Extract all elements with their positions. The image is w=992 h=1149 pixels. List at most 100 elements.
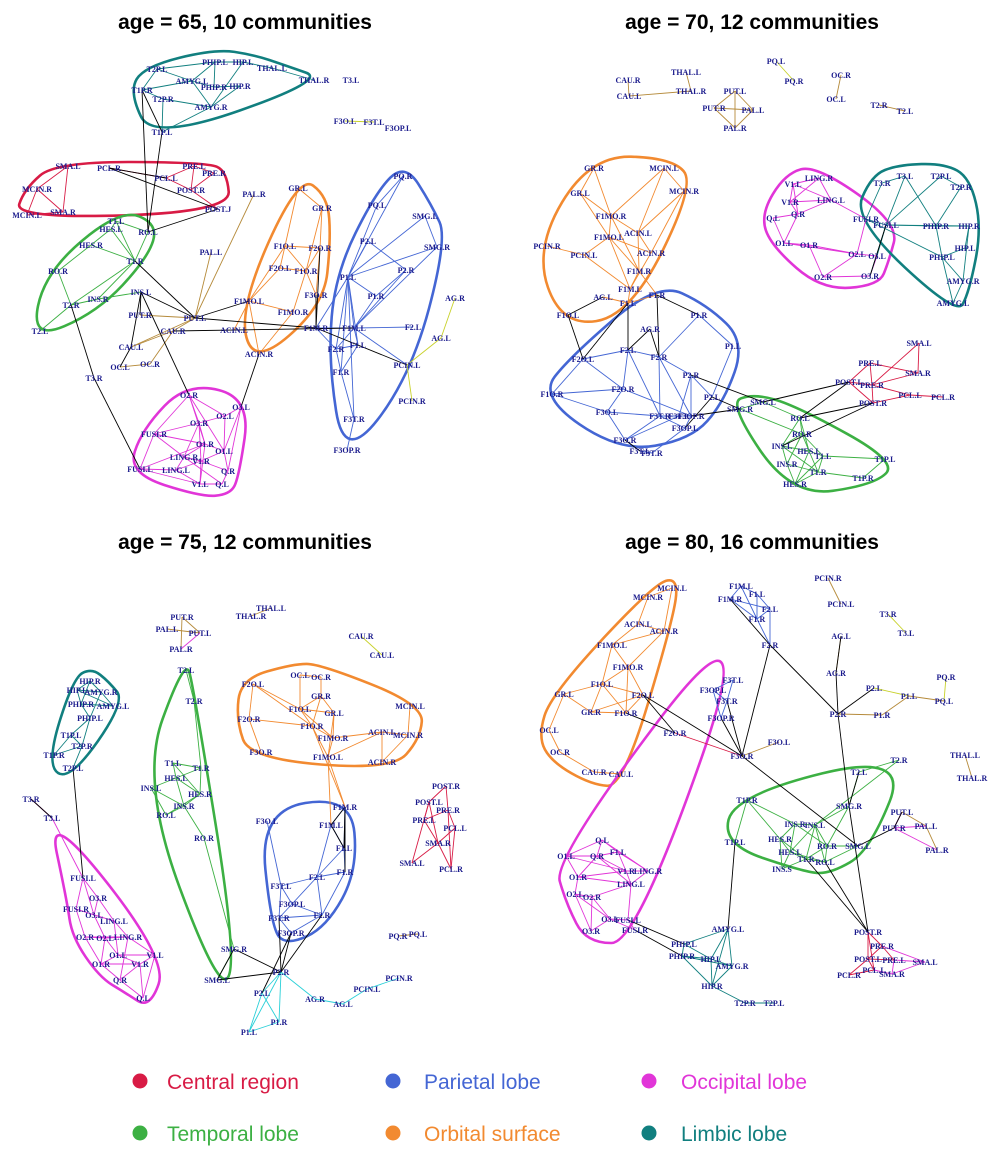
- edge-o2-r-o2-l: [188, 394, 226, 417]
- node-label-v1-r: V1.R: [781, 198, 799, 207]
- node-label-pcl-r: PCL.R: [97, 164, 121, 173]
- edge-v1-r-ling-l: [625, 870, 632, 885]
- node-label-t2p-l: T2P.L: [147, 65, 168, 74]
- edge-mcin-r-sma-r: [36, 188, 64, 213]
- edge-sma-l-sma-r: [62, 165, 69, 213]
- node-label-t2-l: T2.L: [32, 327, 49, 336]
- edge-ling-l-q-r: [797, 199, 832, 215]
- edge-q-l-q-r: [772, 213, 799, 219]
- edge-gr-l-oc-l: [548, 693, 565, 731]
- edge-gr-r-f1mo-r: [593, 167, 612, 217]
- legend-item-orbital-surface: Orbital surface: [385, 1123, 561, 1146]
- panel-title-age-75: age = 75, 12 communities: [118, 531, 372, 554]
- node-label-f1-l2: F1.L: [610, 848, 626, 857]
- node-label-pcin-r: PCIN.R: [814, 574, 842, 583]
- edge-oc-r-oc-l: [835, 74, 842, 100]
- node-label-f3op-r: F3OP.R: [333, 446, 360, 455]
- edge-pcl-l-sma-r: [873, 969, 893, 975]
- edge-ling-l-v1-r: [175, 460, 202, 471]
- node-label-pq-l: PQ.L: [409, 930, 427, 939]
- legend-label-parietal-lobe: Parietal lobe: [424, 1071, 541, 1094]
- node-label-f1m-r: F1M.R: [718, 595, 742, 604]
- node-label-pal-r: PAL.R: [242, 190, 265, 199]
- node-label-ag-l: AG.L: [831, 632, 850, 641]
- edge-hip-r-t2p-r: [711, 985, 746, 1004]
- node-label-f3t-r2: F3T.R: [641, 449, 663, 458]
- edge-oc-l-oc-r: [548, 729, 561, 753]
- edge-pal-l-put-l: [166, 628, 201, 634]
- edge-gr-r-f1o-r: [305, 207, 323, 272]
- edge-ro-l-post-r: [799, 402, 874, 419]
- node-label-f3op-l: F3OP.L: [672, 424, 699, 433]
- edge-f2-r-f3t-r: [278, 914, 323, 919]
- edge-fusi-l-o3-r: [82, 877, 99, 899]
- edge-fusi-l-o3-l: [82, 877, 95, 916]
- edge-t3-l-fusi-l: [51, 817, 84, 879]
- edge-pcin-l-pcin-r: [366, 977, 400, 990]
- edge-ro-r-t1-l: [801, 433, 824, 457]
- edge-ins-r-t1-r: [97, 260, 136, 300]
- node-label-thal-r: THAL.R: [957, 774, 988, 783]
- node-label-f1mo-r: F1MO.R: [278, 308, 309, 317]
- node-label-hes-r: HES.R: [79, 241, 103, 250]
- node-label-amyg-l: AMYG.L: [712, 925, 745, 934]
- edge-f3o-l-f3t-r: [606, 411, 661, 417]
- edge-t3-l-phip-r: [904, 175, 937, 227]
- node-label-f1-r: F1.R: [337, 868, 354, 877]
- edge-post-l-sma-l: [411, 801, 430, 864]
- edge-pcin-l-f1mo-l: [583, 236, 610, 256]
- node-label-post-r: POST.R: [177, 186, 205, 195]
- edge-v1-l-q-l: [142, 954, 156, 999]
- edge-hip-l-phip-r: [76, 689, 82, 705]
- edge-q-l-q-r: [596, 839, 603, 857]
- node-label-v1-l: V1.L: [191, 480, 208, 489]
- edge-o1-l-o1-r: [565, 855, 579, 878]
- node-label-f1o-r: F1O.R: [615, 709, 638, 718]
- node-label-pre-l: PRE.L: [882, 956, 905, 965]
- edge-post-l-pre-r: [848, 381, 873, 386]
- edge-f1mo-l-acin-r: [608, 236, 652, 254]
- edge-pq-r-pq-l: [376, 175, 404, 206]
- node-label-fusi-r: FUSI.R: [141, 430, 167, 439]
- edge-put-r-put-l: [181, 616, 201, 634]
- node-label-pal-r: PAL.R: [723, 124, 746, 133]
- node-label-smg-l: SMG.L: [412, 212, 438, 221]
- edge-p2-r-p1-r: [278, 971, 282, 1023]
- edge-f1-l-f2o-l: [582, 302, 629, 360]
- edge-smg-l-smg-r: [216, 948, 235, 981]
- edge-f3t-r-f3op-r: [346, 418, 355, 451]
- edge-t1p-l-amyg-l: [727, 841, 736, 930]
- node-label-f2-l: F2.L: [762, 605, 778, 614]
- edge-o3-l-o1-l: [223, 406, 242, 452]
- legend-item-parietal-lobe: Parietal lobe: [385, 1071, 541, 1094]
- node-label-pal-r: PAL.R: [925, 846, 948, 855]
- edge-f1o-l-gr-l: [299, 708, 335, 714]
- node-label-t2-r: T2.R: [890, 756, 907, 765]
- node-label-q-l: Q.L: [595, 836, 609, 845]
- edge-f3op-l-f3op-r: [712, 689, 722, 719]
- node-label-t1-l: T1.L: [108, 217, 125, 226]
- edge-f1-l2-v1-r: [617, 851, 627, 872]
- edge-phip-l-t2p-r: [81, 717, 91, 747]
- edge-t2-r-ins-l: [814, 759, 900, 826]
- node-label-ag-r: AG.R: [826, 669, 846, 678]
- edge-f2o-r-f1o-r: [248, 718, 313, 727]
- edge-ins-l-t1-r: [805, 824, 816, 860]
- node-label-pcin-r: PCIN.R: [385, 974, 413, 983]
- node-label-f3op-l: F3OP.L: [279, 900, 306, 909]
- node-label-sma-r: SMA.R: [425, 839, 451, 848]
- edge-f2-l-f3t-l: [280, 876, 318, 887]
- edge-t2-r-t2-l: [39, 304, 72, 332]
- legend-dot-temporal-lobe: [132, 1125, 148, 1141]
- node-label-pq-r: PQ.R: [394, 172, 413, 181]
- node-label-gr-r: GR.R: [581, 708, 601, 717]
- node-label-fusi-l: FUSI.L: [70, 874, 96, 883]
- node-label-o1-l: O1.L: [557, 852, 575, 861]
- node-label-pre-l: PRE.L: [412, 816, 435, 825]
- node-label-mcin-l: MCIN.L: [395, 702, 425, 711]
- edge-oc-l-oc-r: [299, 674, 322, 678]
- node-label-f3t-l: F3T.L: [723, 676, 744, 685]
- edge-f1mo-l-f1mo-r: [611, 644, 629, 668]
- node-label-acin-r: ACIN.R: [637, 249, 665, 258]
